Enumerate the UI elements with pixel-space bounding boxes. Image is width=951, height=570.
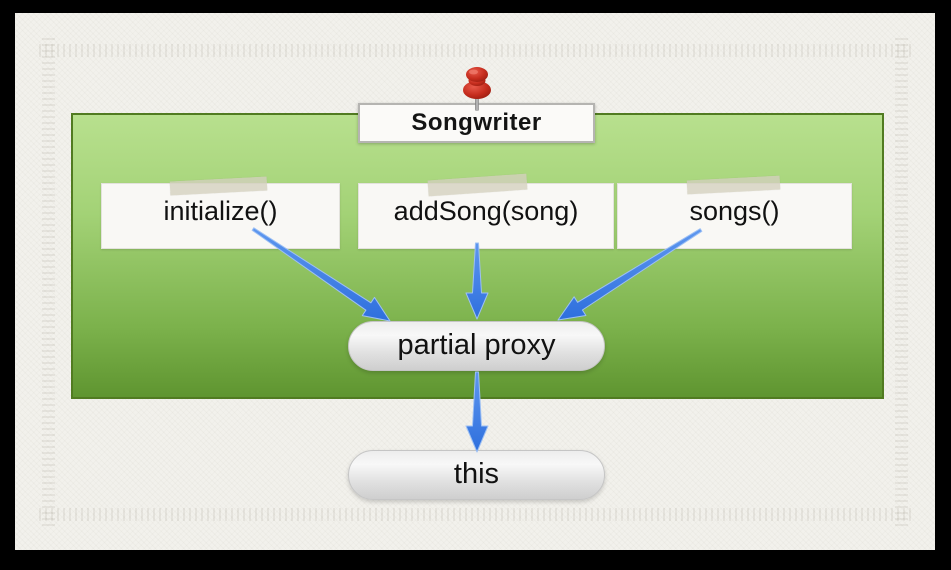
- method-label: initialize(): [163, 195, 278, 226]
- method-label: addSong(song): [393, 195, 579, 226]
- class-title-card: Songwriter: [358, 103, 595, 143]
- paper-border-ornament-top: [39, 44, 911, 57]
- class-title-label: Songwriter: [411, 109, 542, 136]
- paper-border-ornament-left: [42, 37, 55, 526]
- pushpin-icon: [463, 67, 491, 111]
- method-node-initialize: initialize(): [101, 183, 340, 249]
- partial-proxy-node: partial proxy: [348, 321, 605, 371]
- this-label: this: [453, 457, 500, 490]
- this-node: this: [348, 450, 605, 500]
- paper-border-ornament-right: [895, 37, 908, 526]
- method-label: songs(): [689, 195, 780, 226]
- partial-proxy-label: partial proxy: [397, 328, 556, 361]
- paper-border-ornament-bottom: [39, 508, 911, 521]
- method-node-addsong: addSong(song): [358, 183, 614, 249]
- method-node-songs: songs(): [617, 183, 852, 249]
